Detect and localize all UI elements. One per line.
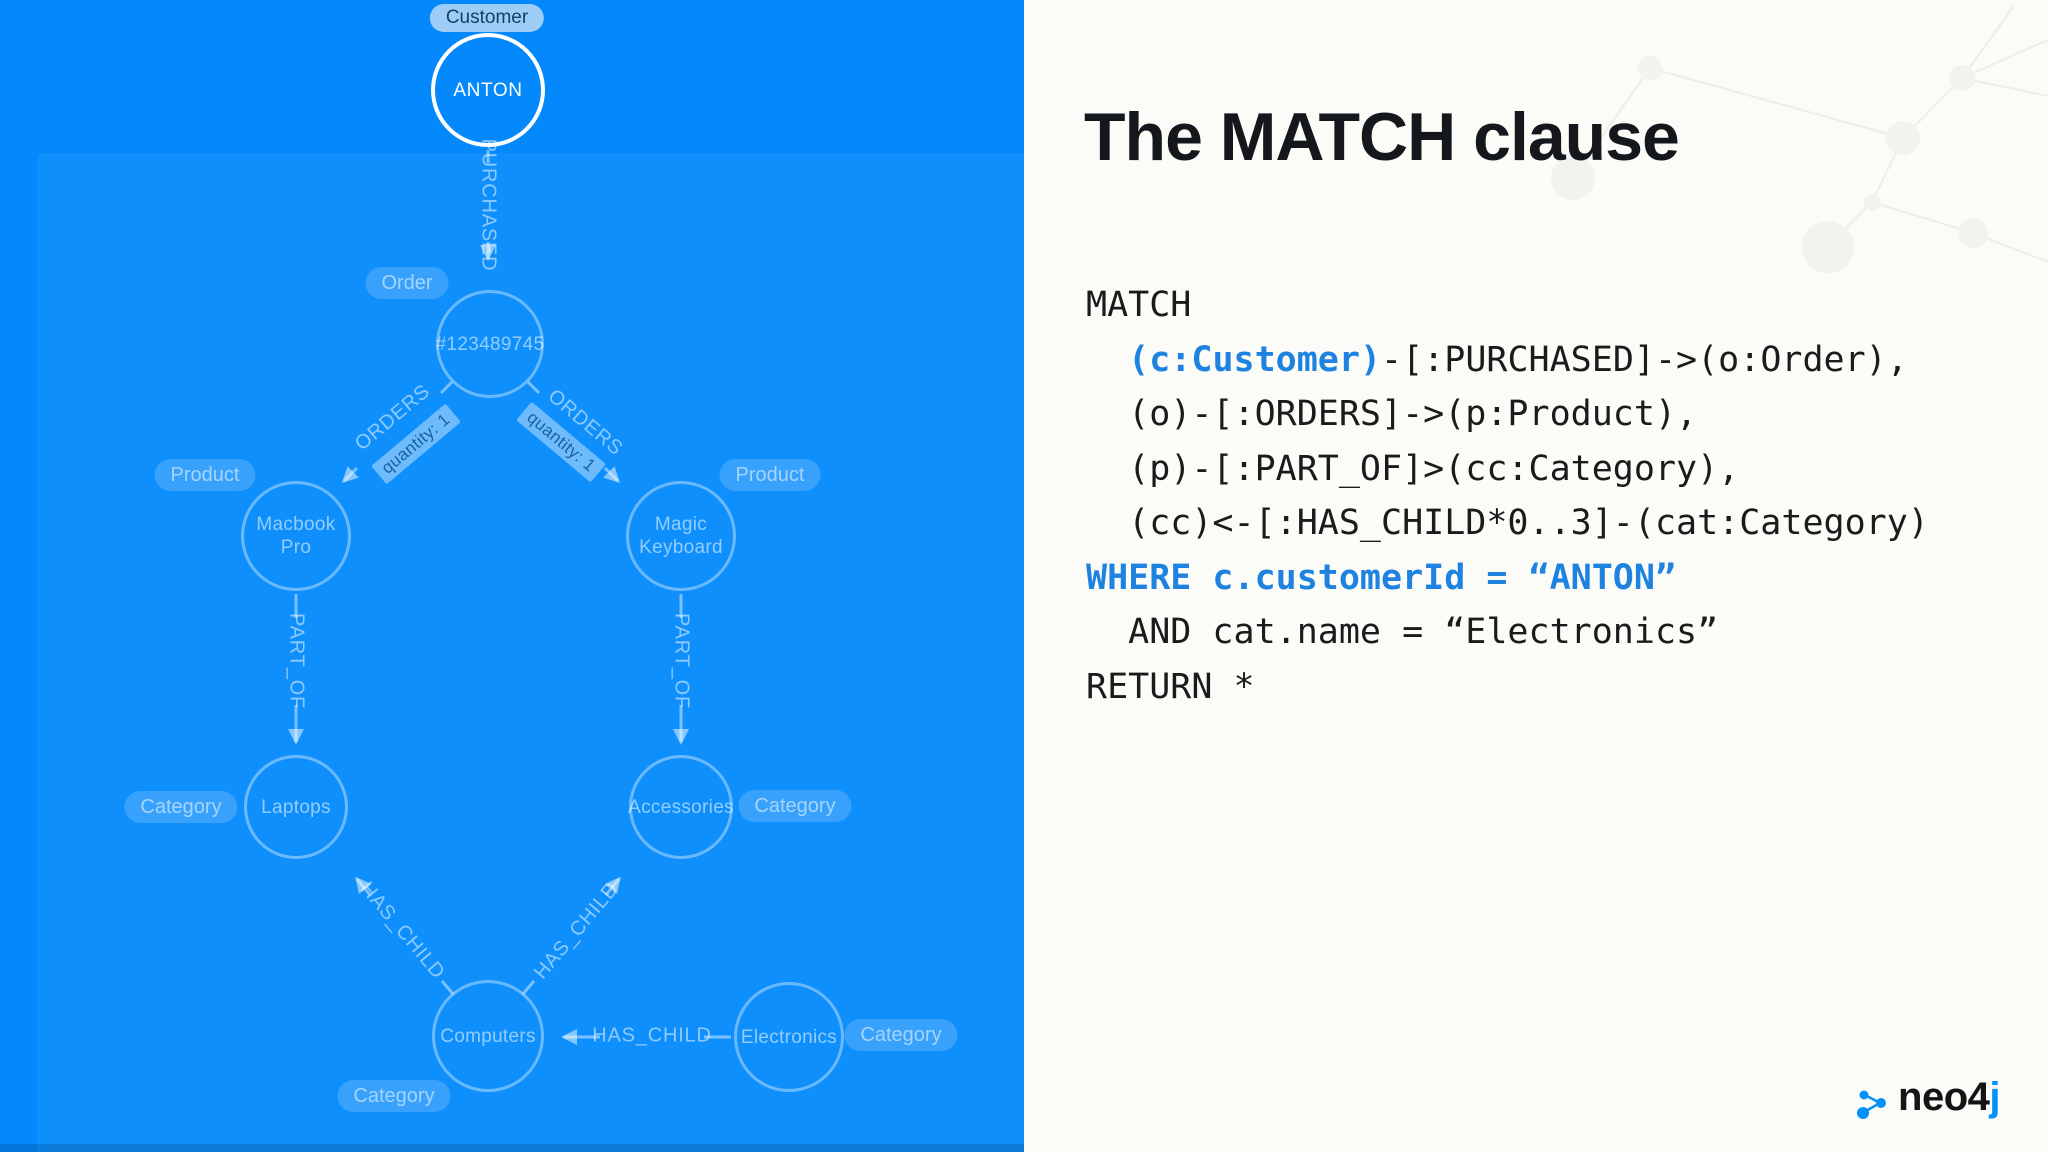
relationship-label-has-child: HAS_CHILD [592, 1024, 712, 1047]
code-line: (cc)<-[:HAS_CHILD*0..3]-(cat:Category) [1086, 496, 1929, 551]
graph-node-laptops: Laptops [244, 755, 348, 859]
code-text: RETURN * [1086, 666, 1255, 707]
node-label-pill-customer: Customer [429, 4, 545, 32]
graph-node-label: Electronics [740, 1026, 838, 1048]
decoration-link [1649, 67, 1904, 139]
graph-edge-haschild-left-end [355, 876, 372, 896]
graph-edge-orders-left-end [341, 466, 359, 484]
decoration-link [1961, 77, 2048, 97]
decoration-node [1886, 121, 1920, 155]
code-line: (p)-[:PART_OF]>(cc:Category), [1086, 442, 1929, 497]
node-label-pill-category: Category [844, 1019, 958, 1051]
logo-text-blue: j [1989, 1074, 2000, 1119]
graph-node-label: Laptops [261, 796, 331, 818]
slide-content-panel: The MATCH clause MATCH (c:Customer)-[:PU… [1024, 0, 2048, 1152]
cypher-code-block: MATCH (c:Customer)-[:PURCHASED]->(o:Orde… [1086, 278, 1929, 714]
graph-edge-haschild-right-end [604, 876, 621, 896]
code-text: MATCH [1086, 285, 1192, 325]
graph-edge-orders-left-start [439, 380, 454, 395]
decoration-node [1864, 194, 1880, 210]
graph-node--123489745: #123489745 [436, 290, 544, 398]
graph-node-macbook-pro: Macbook Pro [241, 481, 351, 591]
code-highlight: (c:Customer) [1128, 339, 1382, 380]
decoration-link [1961, 5, 2015, 79]
relationship-label-part-of: PART_OF [285, 613, 308, 709]
graph-edge-orders-right-start [526, 380, 541, 395]
code-text [1086, 340, 1128, 380]
relationship-label-part-of: PART_OF [670, 613, 693, 709]
code-highlight: WHERE c.customerId = “ANTON” [1086, 557, 1677, 598]
graph-node-electronics: Electronics [734, 982, 844, 1092]
graph-node-label: Accessories [628, 796, 734, 818]
code-line: (o)-[:ORDERS]->(p:Product), [1086, 387, 1929, 442]
code-line: (c:Customer)-[:PURCHASED]->(o:Order), [1086, 333, 1929, 388]
graph-edge-haschild-left-start [440, 980, 455, 995]
code-text: (p)-[:PART_OF]>(cc:Category), [1086, 448, 1740, 489]
decoration-node [1551, 156, 1595, 200]
molecule-decoration [1551, 5, 2048, 273]
node-label-pill-order: Order [365, 267, 449, 299]
graph-node-label: Macbook Pro [256, 514, 336, 558]
node-label-pill-product: Product [719, 459, 821, 491]
neo4j-logo: neo4 j [1854, 1068, 2000, 1126]
code-line: AND cat.name = “Electronics” [1086, 605, 1929, 660]
code-line: WHERE c.customerId = “ANTON” [1086, 551, 1929, 606]
code-text: (o)-[:ORDERS]->(p:Product), [1086, 394, 1698, 434]
decoration-node [1958, 218, 1988, 248]
code-text: -[:PURCHASED]->(o:Order), [1381, 339, 1908, 380]
graph-node-computers: Computers [432, 980, 544, 1092]
code-text: AND cat.name = “Electronics” [1086, 612, 1719, 652]
code-line: MATCH [1086, 278, 1929, 333]
graph-node-label: ANTON [453, 79, 523, 101]
graph-edge-haschild-right-start [521, 980, 536, 995]
node-label-pill-category: Category [738, 790, 852, 822]
node-label-pill-category: Category [337, 1080, 451, 1112]
graph-node-label: #123489745 [435, 333, 545, 355]
neo4j-logo-icon [1857, 1090, 1887, 1119]
decoration-link [1871, 201, 1974, 234]
graph-node-label: Magic Keyboard [639, 514, 723, 558]
graph-edges [288, 150, 731, 1045]
graph-node-label: Computers [440, 1025, 536, 1047]
graph-node-anton: ANTON [431, 33, 545, 147]
decoration-link [1961, 39, 2048, 79]
decoration-node [1802, 221, 1854, 273]
node-label-pill-product: Product [154, 459, 256, 491]
relationship-label-purchased: PURCHASED [477, 138, 500, 272]
decoration-node [1949, 65, 1975, 91]
logo-text-dark: neo4 [1898, 1074, 1990, 1119]
decoration-node [1638, 56, 1662, 80]
graph-node-magic-keyboard: Magic Keyboard [626, 481, 736, 591]
video-progress-strip [0, 1144, 1024, 1152]
node-label-pill-category: Category [124, 791, 238, 823]
graph-node-accessories: Accessories [628, 755, 734, 859]
graph-edge-orders-right-end [603, 466, 621, 484]
page-title: The MATCH clause [1084, 99, 1680, 175]
decoration-link [1572, 67, 1651, 179]
code-line: RETURN * [1086, 660, 1929, 715]
code-text: (cc)<-[:HAS_CHILD*0..3]-(cat:Category) [1086, 503, 1929, 543]
